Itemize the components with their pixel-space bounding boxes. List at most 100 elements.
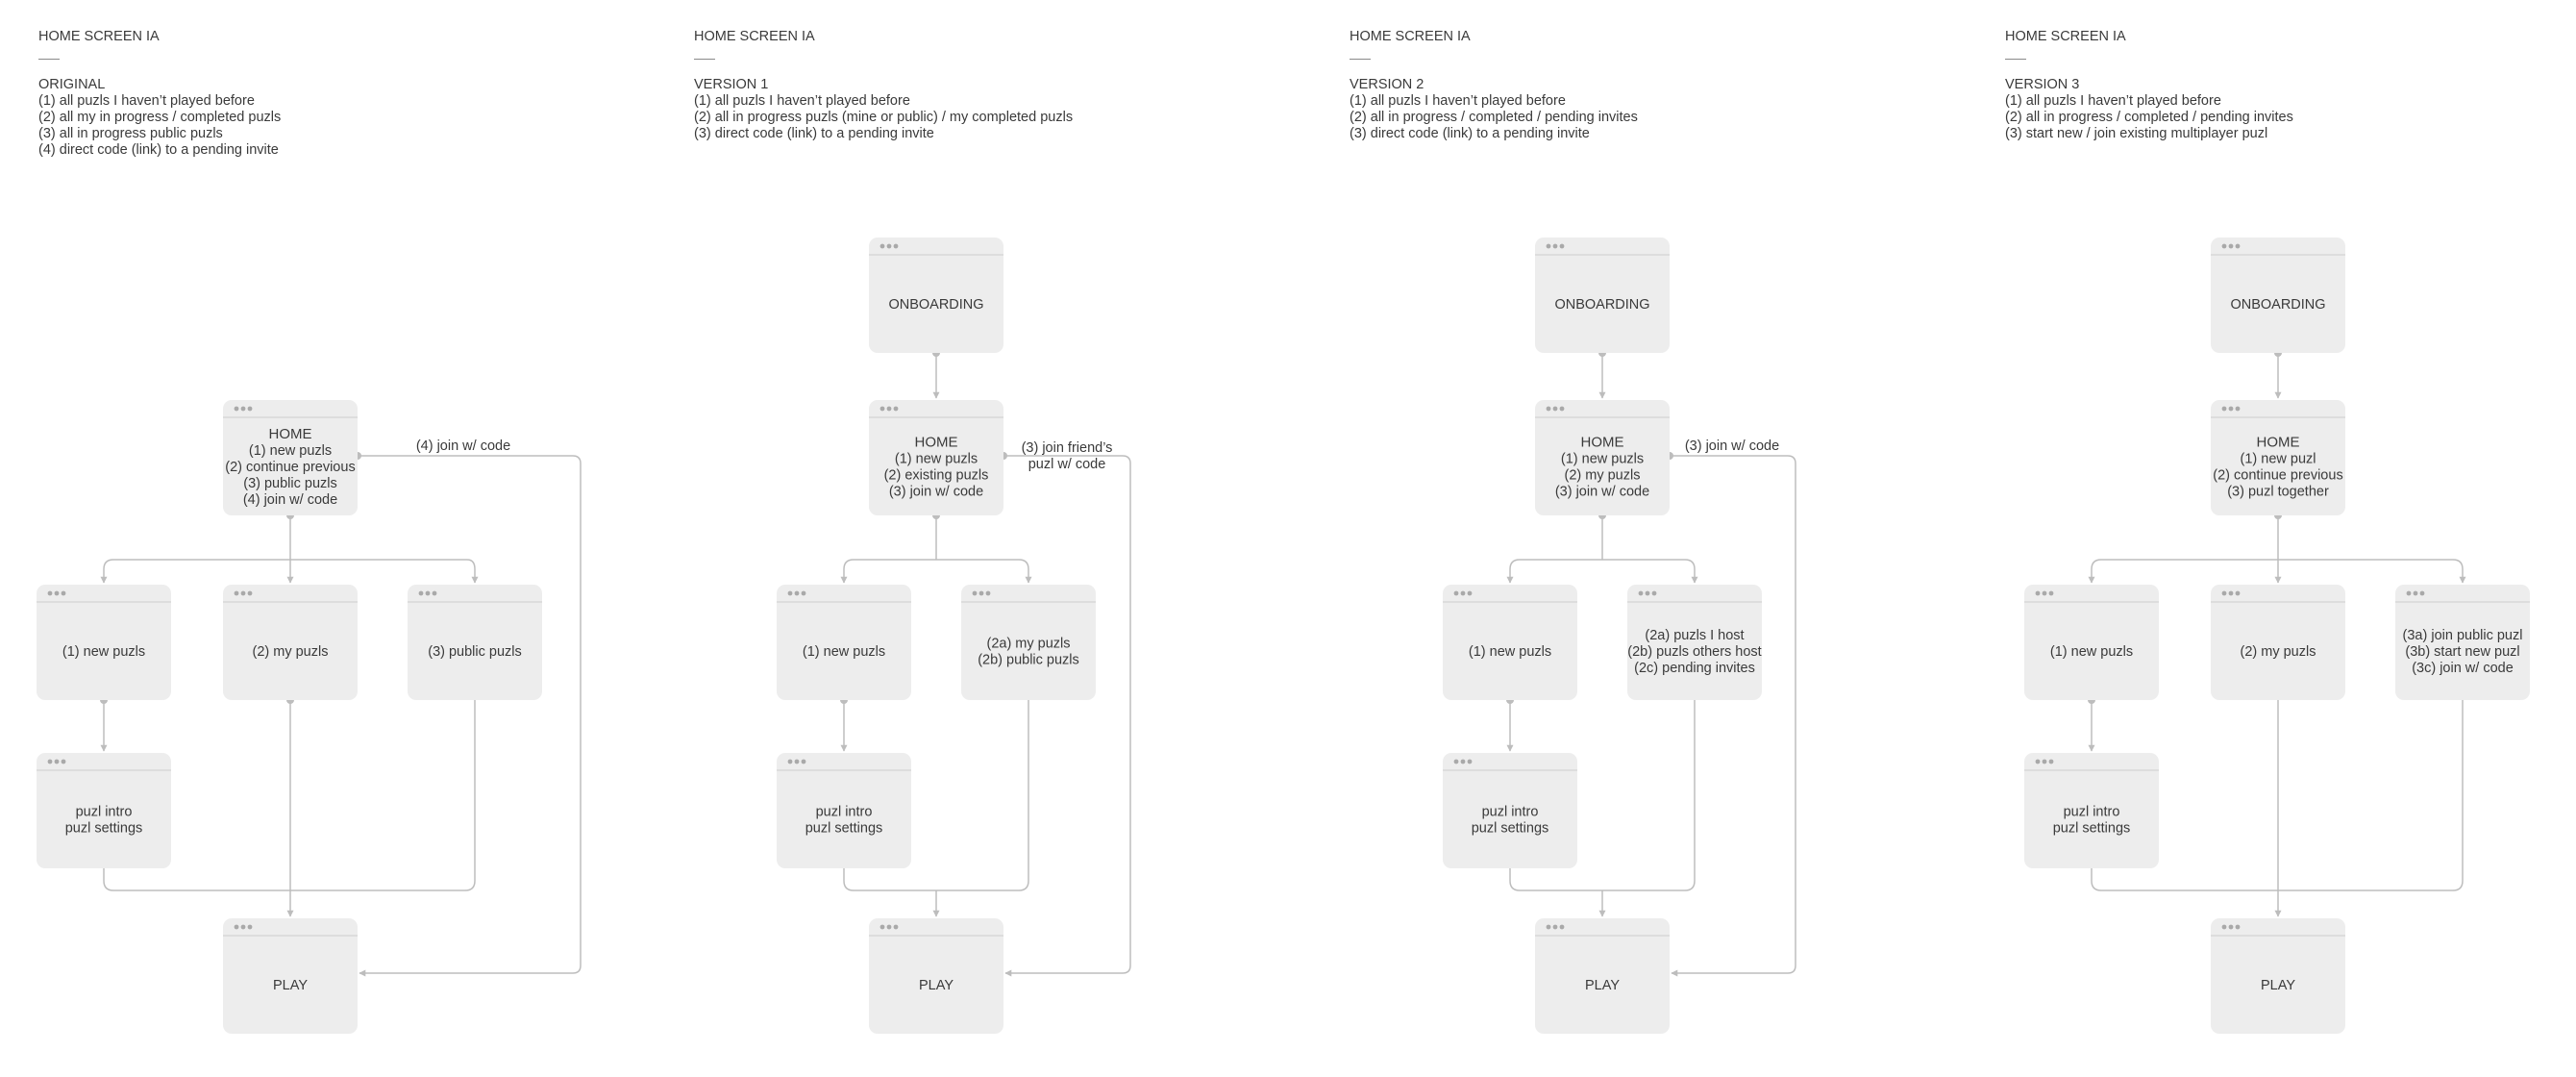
header-title: HOME SCREEN IA bbox=[2005, 29, 2126, 44]
version-item: (1) all puzls I haven’t played before bbox=[38, 93, 255, 109]
screen-label: puzl settings bbox=[1472, 821, 1549, 837]
window-dot-icon bbox=[2221, 406, 2227, 412]
window-dot-icon bbox=[879, 924, 885, 930]
window-dot-icon bbox=[1460, 590, 1466, 596]
window-dot-icon bbox=[47, 759, 53, 764]
screen-label: puzl intro bbox=[2064, 805, 2120, 820]
screen-label: (3c) join w/ code bbox=[2412, 661, 2514, 676]
window-dot-icon bbox=[1552, 406, 1558, 412]
connector-line bbox=[1003, 455, 1131, 977]
version-title: VERSION 1 bbox=[694, 77, 769, 92]
window-dot-icon bbox=[240, 590, 246, 596]
screen-frame bbox=[2211, 918, 2345, 1034]
screen-label: (2b) puzls others host bbox=[1627, 644, 1761, 660]
window-dot-icon bbox=[2221, 590, 2227, 596]
window-dot-icon bbox=[234, 406, 239, 412]
window-dot-icon bbox=[972, 590, 978, 596]
screen-frame bbox=[1535, 238, 1670, 353]
connector-line bbox=[358, 455, 582, 977]
header-title: HOME SCREEN IA bbox=[1350, 29, 1471, 44]
version-item: (3) start new / join existing multiplaye… bbox=[2005, 126, 2268, 141]
window-dot-icon bbox=[893, 406, 899, 412]
screen-frame bbox=[2024, 753, 2159, 868]
screen-v3-my: (2) my puzls bbox=[2211, 585, 2345, 700]
window-dot-icon bbox=[886, 243, 892, 249]
connector-line bbox=[1602, 559, 1698, 584]
window-dot-icon bbox=[2221, 924, 2227, 930]
screen-frame bbox=[777, 585, 911, 700]
screen-v3-home: HOME(1) new puzl(2) continue previous(3)… bbox=[2211, 400, 2345, 515]
screen-label: puzl settings bbox=[2053, 821, 2131, 837]
connector-line bbox=[2091, 700, 2464, 891]
window-dot-icon bbox=[2048, 590, 2054, 596]
screen-label: puzl intro bbox=[76, 805, 133, 820]
version-title: VERSION 3 bbox=[2005, 77, 2080, 92]
screen-label: (2) existing puzls bbox=[884, 468, 989, 484]
window-dot-icon bbox=[2221, 243, 2227, 249]
version-title: ORIGINAL bbox=[38, 77, 106, 92]
screen-label: (2) continue previous bbox=[2213, 468, 2342, 484]
screen-frame bbox=[1443, 585, 1577, 700]
screen-v2-host: (2a) puzls I host(2b) puzls others host(… bbox=[1627, 585, 1762, 700]
window-dot-icon bbox=[2042, 759, 2047, 764]
window-dot-icon bbox=[886, 406, 892, 412]
window-dot-icon bbox=[247, 924, 253, 930]
column-header-version-2: HOME SCREEN IA VERSION 2 (1) all puzls I… bbox=[1350, 29, 1888, 142]
screen-label: (2c) pending invites bbox=[1634, 661, 1755, 676]
connector-line bbox=[103, 700, 476, 891]
screen-frame bbox=[2211, 238, 2345, 353]
window-dot-icon bbox=[240, 406, 246, 412]
window-dot-icon bbox=[247, 590, 253, 596]
screen-v2-new: (1) new puzls bbox=[1443, 585, 1577, 700]
screen-frame bbox=[777, 753, 911, 868]
version-item: (2) all in progress / completed / pendin… bbox=[1350, 110, 1638, 125]
screen-label: (2) my puzls bbox=[1565, 468, 1641, 484]
screen-frame bbox=[1627, 585, 1762, 700]
screen-label: (1) new puzls bbox=[1469, 644, 1551, 660]
window-dot-icon bbox=[2235, 590, 2241, 596]
screen-label: (1) new puzls bbox=[2050, 644, 2133, 660]
connector-line bbox=[1506, 559, 1602, 584]
version-item: (2) all in progress puzls (mine or publi… bbox=[694, 110, 1074, 125]
screen-frame bbox=[223, 400, 358, 515]
screen-label: (2a) puzls I host bbox=[1645, 628, 1744, 643]
edge-label: (3) join w/ code bbox=[1685, 438, 1779, 454]
window-dot-icon bbox=[61, 590, 66, 596]
window-dot-icon bbox=[2035, 759, 2041, 764]
screen-v3-join: (3a) join public puzl(3b) start new puzl… bbox=[2395, 585, 2530, 700]
screen-frame bbox=[408, 585, 542, 700]
window-dot-icon bbox=[47, 590, 53, 596]
screen-label: (2) my puzls bbox=[253, 644, 329, 660]
screen-v3-onb: ONBOARDING bbox=[2211, 238, 2345, 353]
window-dot-icon bbox=[425, 590, 431, 596]
screen-label: PLAY bbox=[1585, 978, 1620, 993]
screen-label: PLAY bbox=[919, 978, 954, 993]
window-dot-icon bbox=[1552, 243, 1558, 249]
window-dot-icon bbox=[893, 243, 899, 249]
screen-label: (2) my puzls bbox=[2241, 644, 2316, 660]
window-dot-icon bbox=[886, 924, 892, 930]
header-title: HOME SCREEN IA bbox=[694, 29, 815, 44]
screen-label: (3) public puzls bbox=[243, 476, 337, 491]
screen-v1-my: (2a) my puzls(2b) public puzls bbox=[961, 585, 1096, 700]
screen-o-new: (1) new puzls bbox=[37, 585, 171, 700]
window-dot-icon bbox=[1638, 590, 1644, 596]
screen-o-home: HOME(1) new puzls(2) continue previous(3… bbox=[223, 400, 358, 515]
window-dot-icon bbox=[1460, 759, 1466, 764]
screen-label: (2b) public puzls bbox=[978, 653, 1079, 668]
screen-label: (2a) my puzls bbox=[986, 637, 1070, 652]
header-divider bbox=[694, 59, 715, 60]
screen-label: (3) join w/ code bbox=[1555, 485, 1649, 500]
edge-label: puzl w/ code bbox=[1028, 457, 1106, 472]
screen-label: (3b) start new puzl bbox=[2405, 644, 2519, 660]
screen-title: HOME bbox=[2257, 435, 2300, 451]
window-dot-icon bbox=[978, 590, 984, 596]
window-dot-icon bbox=[2042, 590, 2047, 596]
version-item: (4) direct code (link) to a pending invi… bbox=[38, 142, 279, 158]
screen-v3-new: (1) new puzls bbox=[2024, 585, 2159, 700]
window-dot-icon bbox=[787, 759, 793, 764]
window-dot-icon bbox=[2235, 243, 2241, 249]
window-dot-icon bbox=[893, 924, 899, 930]
